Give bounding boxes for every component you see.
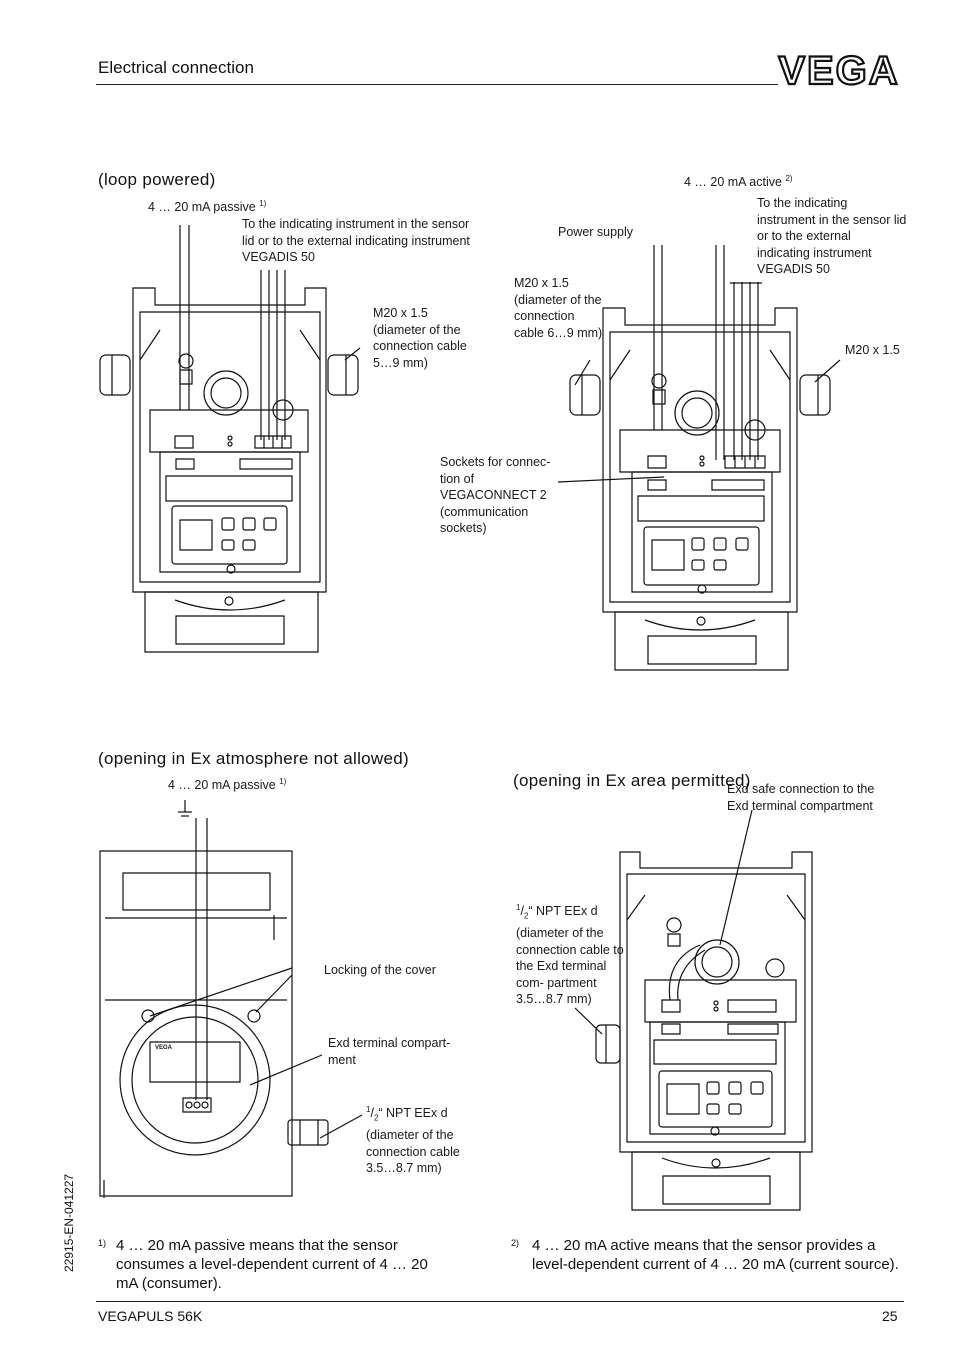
section-title-ex-not-allowed: (opening in Ex atmosphere not allowed)	[98, 749, 409, 768]
diag2-signal-label: 4 … 20 mA active 2)	[684, 174, 793, 191]
document-id: 22915-EN-041227	[62, 1173, 76, 1272]
diag2-signal-note: 2)	[785, 173, 793, 183]
section-title-loop-powered: (loop powered)	[98, 170, 216, 189]
footnote-1-text: 4 … 20 mA passive means that the sensor …	[116, 1237, 428, 1292]
diag3-npt-text: “ NPT EEx d (diameter of the connection …	[366, 1106, 460, 1176]
diag3-locking-label: Locking of the cover	[324, 963, 436, 977]
diag3-npt-num: 1	[366, 1105, 371, 1114]
diag2-gland-right-label: M20 x 1.5	[845, 343, 900, 357]
diag1-instrument-label: To the indicating instrument in the sens…	[242, 217, 470, 264]
diagram-active	[560, 240, 860, 680]
logo-text: VEGA	[778, 49, 899, 90]
diag3-signal-label: 4 … 20 mA passive 1)	[168, 777, 286, 794]
diag3-housing-badge: VEGA	[155, 1045, 173, 1051]
vega-logo: VEGA	[777, 48, 899, 90]
diag1-signal-text: 4 … 20 mA passive	[148, 200, 256, 214]
diagram-ex-permitted	[590, 810, 820, 1210]
footnote-2-number: 2)	[511, 1238, 520, 1248]
diag3-signal-text: 4 … 20 mA passive	[168, 778, 276, 792]
diagram-ex-not-allowed	[95, 795, 335, 1205]
diag4-npt-den: 2	[523, 911, 529, 921]
diag4-npt-text: “ NPT EEx d (diameter of the connection …	[516, 904, 624, 1007]
footer-page-number: 25	[882, 1308, 898, 1324]
diagram-loop-powered	[90, 220, 390, 660]
diag4-npt-label: 1/2“ NPT EEx d (diameter of the connecti…	[516, 903, 624, 1007]
header-title: Electrical connection	[98, 58, 254, 77]
diag4-npt-num: 1	[516, 903, 521, 912]
diag3-signal-note: 1)	[279, 776, 287, 786]
diag3-npt-label: 1/2“ NPT EEx d (diameter of the connecti…	[366, 1105, 460, 1176]
diag4-exd-conn-label: Exd safe connection to the Exd terminal …	[727, 782, 875, 813]
footnote-2-text: 4 … 20 mA active means that the sensor p…	[532, 1237, 899, 1273]
diag2-instrument-label: To the indicating instrument in the sens…	[757, 196, 907, 276]
footer-product: VEGAPULS 56K	[98, 1308, 203, 1324]
diag1-gland-label: M20 x 1.5 (diameter of the connection ca…	[373, 306, 467, 370]
diag3-exd-label: Exd terminal compart- ment	[328, 1036, 451, 1067]
diag1-signal-label: 4 … 20 mA passive 1)	[148, 199, 266, 216]
diag3-npt-den: 2	[373, 1113, 379, 1123]
section-title-ex-permitted: (opening in Ex area permitted)	[513, 771, 751, 790]
diag2-sockets-label: Sockets for connec- tion of VEGACONNECT …	[440, 455, 551, 535]
diag2-signal-text: 4 … 20 mA active	[684, 175, 782, 189]
footnote-1-number: 1)	[98, 1238, 107, 1248]
diag2-gland-left-label: M20 x 1.5 (diameter of the connection ca…	[514, 276, 603, 340]
footer-rule	[96, 1301, 904, 1302]
diag1-signal-note: 1)	[259, 198, 267, 208]
header-rule	[96, 84, 778, 85]
diag2-power-label: Power supply	[558, 225, 634, 239]
